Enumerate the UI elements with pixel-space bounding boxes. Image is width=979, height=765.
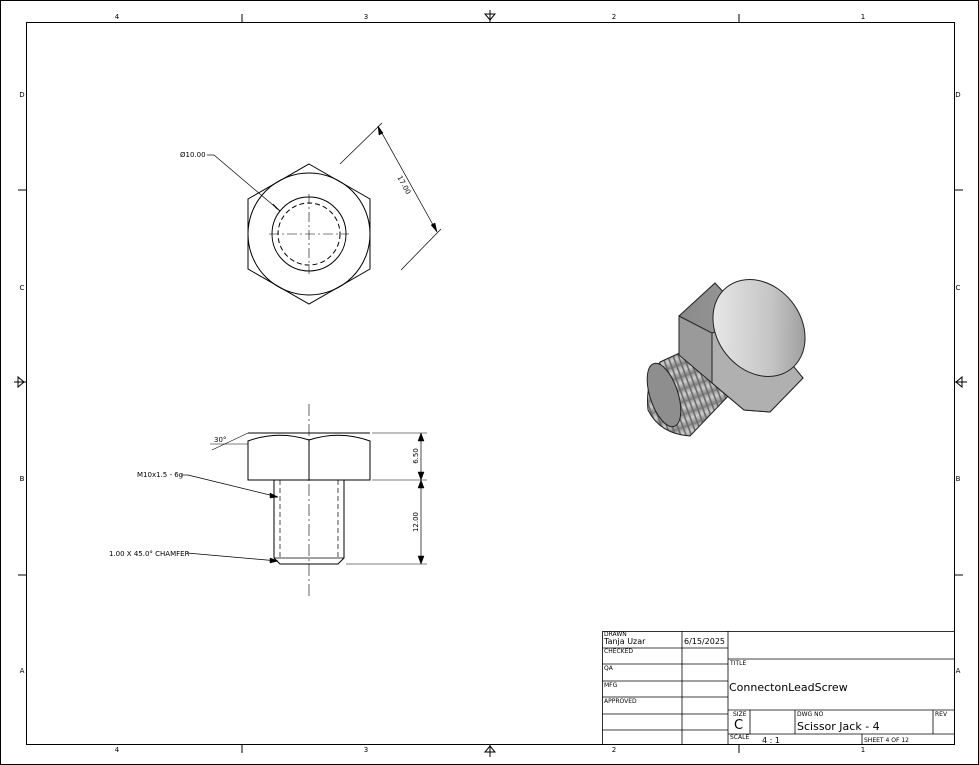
drawn-by: Tanja Uzar: [604, 637, 646, 646]
head-profile: [247, 434, 371, 481]
col-label-top: 3: [364, 13, 368, 21]
row-label-right: B: [956, 475, 961, 483]
sheet-word: SHEET: [864, 737, 884, 744]
top-view: [207, 122, 442, 305]
chamfer-callout: 1.00 X 45.0° CHAMFER: [109, 550, 190, 558]
approved-label: APPROVED: [604, 698, 637, 705]
drawing-title: ConnectonLeadScrew: [729, 681, 848, 694]
hole-diameter-dim: Ø10.00: [180, 151, 206, 159]
drawn-date: 6/15/2025: [684, 637, 726, 646]
of-word: OF: [891, 737, 900, 744]
qa-label: QA: [604, 665, 613, 672]
col-label-bottom: 2: [612, 746, 616, 754]
row-label-right: C: [956, 284, 961, 292]
row-label-left: C: [20, 284, 25, 292]
col-label-bottom: 1: [861, 746, 865, 754]
sheet-label: SHEET 4 OF 12: [864, 738, 909, 744]
dwg-no-label: DWG NO: [797, 711, 824, 718]
title-label: TITLE: [730, 660, 747, 667]
rev-label: REV: [935, 711, 948, 718]
hex-outline: [247, 163, 371, 305]
scale-value: 4 : 1: [762, 736, 780, 745]
center-marks: [14, 10, 967, 757]
head-circle: [247, 172, 371, 296]
shank-length-dim: 12.00: [412, 512, 420, 532]
col-label-top: 1: [861, 13, 865, 21]
head-height-dim: 6.50: [412, 448, 420, 464]
row-label-left: B: [20, 475, 25, 483]
row-label-right: A: [956, 667, 961, 675]
mfg-label: MFG: [604, 682, 618, 689]
col-label-top: 4: [115, 13, 120, 21]
col-label-bottom: 3: [364, 746, 368, 754]
col-label-top: 2: [612, 13, 616, 21]
drawing-border: [26, 22, 955, 745]
isometric-view: [646, 279, 806, 437]
checked-label: CHECKED: [604, 648, 634, 655]
row-label-left: D: [19, 91, 24, 99]
drawn-label: DRAWN: [604, 631, 627, 638]
zone-ticks: [18, 14, 963, 753]
front-view: [181, 404, 427, 596]
sheet-number: 4: [885, 737, 890, 744]
row-label-left: A: [20, 667, 25, 675]
dia-leader: [213, 154, 281, 212]
angle-dim: 30°: [214, 436, 226, 444]
row-label-right: D: [955, 91, 960, 99]
iso-cap: [712, 279, 806, 377]
size-label: SIZE: [733, 711, 747, 718]
flats-dim-line: [377, 125, 438, 233]
sheet-total: 12: [901, 737, 909, 744]
thread-callout: M10x1.5 - 6g: [137, 471, 183, 479]
drawing-number: Scissor Jack - 4: [797, 720, 880, 733]
iso-thread-end: [646, 362, 682, 428]
col-label-bottom: 4: [115, 746, 120, 754]
sheet-size: C: [734, 718, 744, 733]
scale-label: SCALE: [730, 734, 750, 741]
